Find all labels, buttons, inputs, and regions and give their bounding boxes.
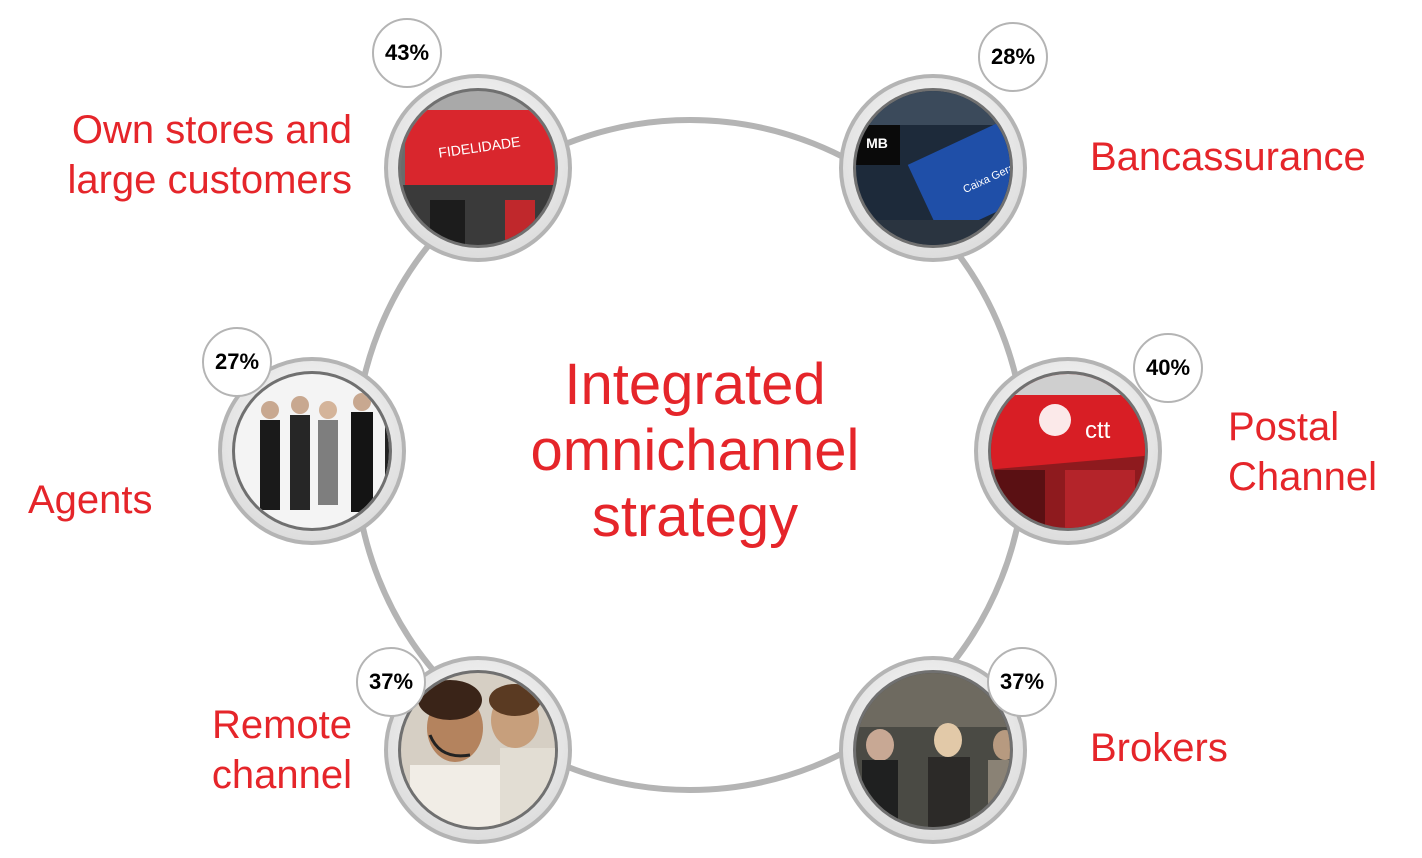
label-remote-line-1: Remote	[211, 703, 352, 747]
label-brokers: Brokers	[1090, 723, 1228, 773]
label-own-stores-line-2: large customers	[67, 158, 352, 202]
label-remote: Remote channel	[212, 700, 352, 800]
label-agents: Agents	[28, 475, 153, 525]
label-bancassurance-line-1: Bancassurance	[1090, 135, 1366, 179]
label-postal: Postal Channel	[1228, 402, 1377, 502]
label-agents-line-1: Agents	[28, 478, 153, 522]
badge-own-stores: 43%	[372, 18, 442, 88]
photo-postal: ctt	[974, 357, 1162, 545]
label-bancassurance: Bancassurance	[1090, 132, 1366, 182]
label-postal-line-2: Channel	[1228, 455, 1378, 499]
center-line-1: Integrated	[564, 352, 826, 417]
badge-remote: 37%	[356, 647, 426, 717]
label-remote-line-2: channel	[211, 753, 352, 797]
label-own-stores: Own stores and large customers	[67, 105, 352, 205]
badge-brokers: 37%	[987, 647, 1057, 717]
label-postal-line-1: Postal	[1228, 405, 1340, 449]
photo-brokers	[839, 656, 1027, 844]
center-title: Integrated omnichannel strategy	[520, 352, 870, 550]
badge-bancassurance: 28%	[978, 22, 1048, 92]
svg-text:MB: MB	[866, 135, 888, 151]
label-own-stores-line-1: Own stores and	[71, 108, 352, 152]
badge-postal: 40%	[1133, 333, 1203, 403]
badge-agents: 27%	[202, 327, 272, 397]
center-line-2: omnichannel	[530, 418, 860, 483]
svg-text:ctt: ctt	[1085, 417, 1111, 444]
photo-own-stores: FIDELIDADE	[384, 74, 572, 262]
photo-remote	[384, 656, 572, 844]
center-line-3: strategy	[591, 484, 799, 549]
photo-agents	[218, 357, 406, 545]
label-brokers-line-1: Brokers	[1090, 726, 1228, 770]
photo-bancassurance: MB Caixa Geral	[839, 74, 1027, 262]
